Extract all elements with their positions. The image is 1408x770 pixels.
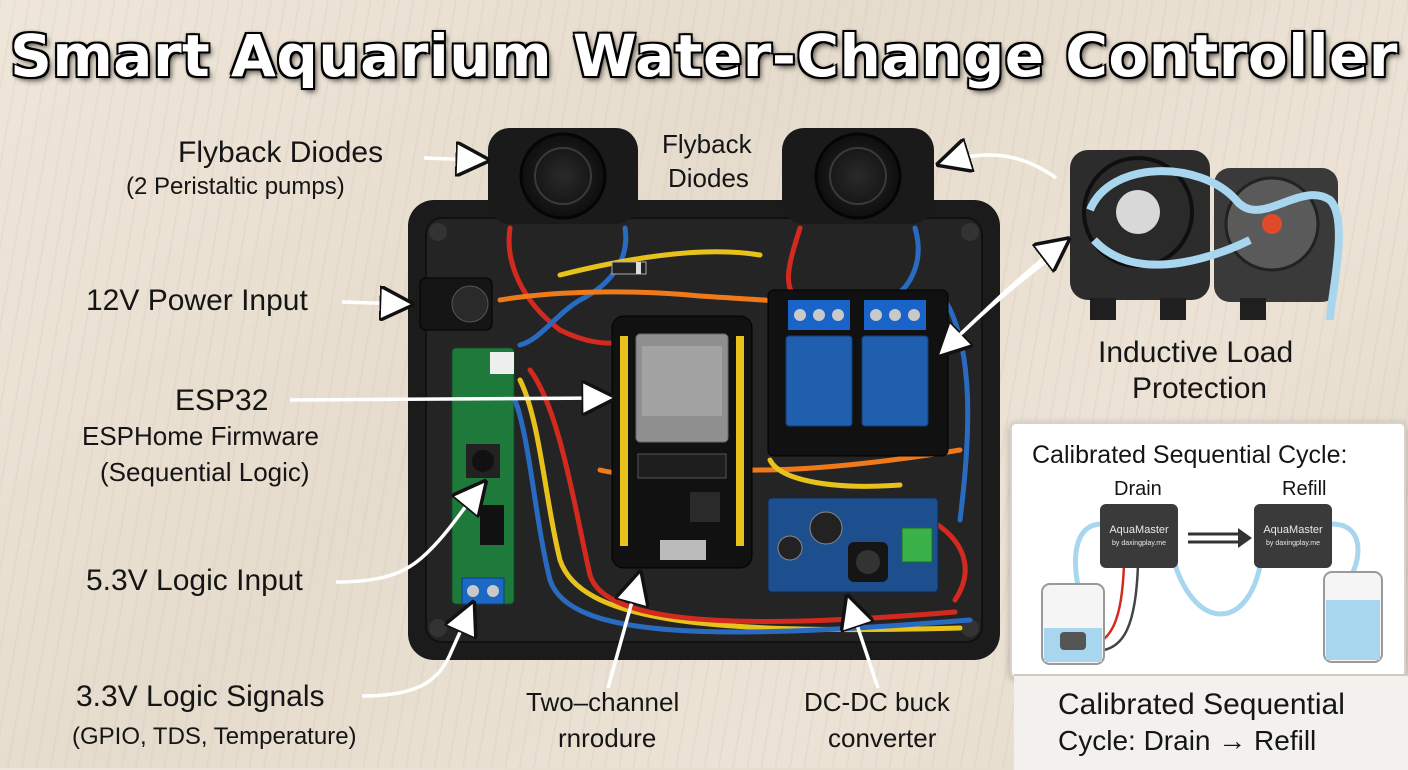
module-name-refill: AquaMaster (1263, 524, 1323, 536)
label-power-input: 12V Power Input (86, 284, 308, 317)
caption-box: Calibrated Sequential Cycle: Drain → Ref… (1014, 674, 1408, 770)
pump-icon (488, 128, 638, 224)
label-logic-33v-sub: (GPIO, TDS, Temperature) (72, 723, 357, 750)
page-title: Smart Aquarium Water-Change Controller (10, 22, 1398, 90)
esp32-board-icon (611, 315, 753, 569)
aquamaster-module-refill: AquaMaster by daxingplay.me (1254, 504, 1332, 568)
label-logic-5v: 5.3V Logic Input (86, 564, 303, 597)
cycle-inset: Calibrated Sequential Cycle: Drain Refil… (1010, 422, 1406, 678)
label-buck-1: DC-DC buck (804, 687, 950, 717)
module-sub-drain: by daxingplay.me (1112, 540, 1166, 547)
label-esp32: ESP32 (175, 384, 269, 417)
inset-refill-label: Refill (1282, 478, 1327, 500)
logic-pcb (451, 347, 515, 605)
label-logic-33v: 3.3V Logic Signals (76, 680, 325, 713)
pump-icon (1070, 150, 1343, 321)
inset-heading: Calibrated Sequential Cycle: (1032, 441, 1348, 469)
label-flyback-left: Flyback Diodes (178, 136, 384, 169)
cycle-diagram (1041, 521, 1383, 665)
label-esphome-1: ESPHome Firmware (82, 421, 319, 451)
aquamaster-module-drain: AquaMaster by daxingplay.me (1100, 504, 1178, 568)
label-inductive-2: Protection (1132, 372, 1268, 405)
label-flyback-right-1: Flyback (662, 129, 752, 159)
pump-icon (782, 128, 934, 224)
inset-drain-label: Drain (1114, 478, 1162, 500)
label-relay-1: Two–channel (526, 687, 680, 717)
module-name-drain: AquaMaster (1109, 524, 1169, 536)
label-flyback-right-2: Diodes (668, 163, 749, 193)
arrow-icon (942, 244, 1062, 352)
caption-line-2: Cycle: Drain → Refill (1058, 725, 1317, 756)
relay-icon (767, 289, 949, 457)
module-sub-refill: by daxingplay.me (1266, 540, 1320, 547)
label-buck-2: converter (828, 723, 937, 753)
label-relay-2: rnrodure (558, 723, 657, 753)
label-inductive-1: Inductive Load (1098, 336, 1294, 369)
caption-line-1: Calibrated Sequential (1058, 688, 1345, 721)
label-flyback-left-sub: (2 Peristaltic pumps) (126, 173, 345, 200)
label-esphome-2: (Sequential Logic) (100, 457, 310, 487)
buck-converter-icon (767, 497, 939, 593)
